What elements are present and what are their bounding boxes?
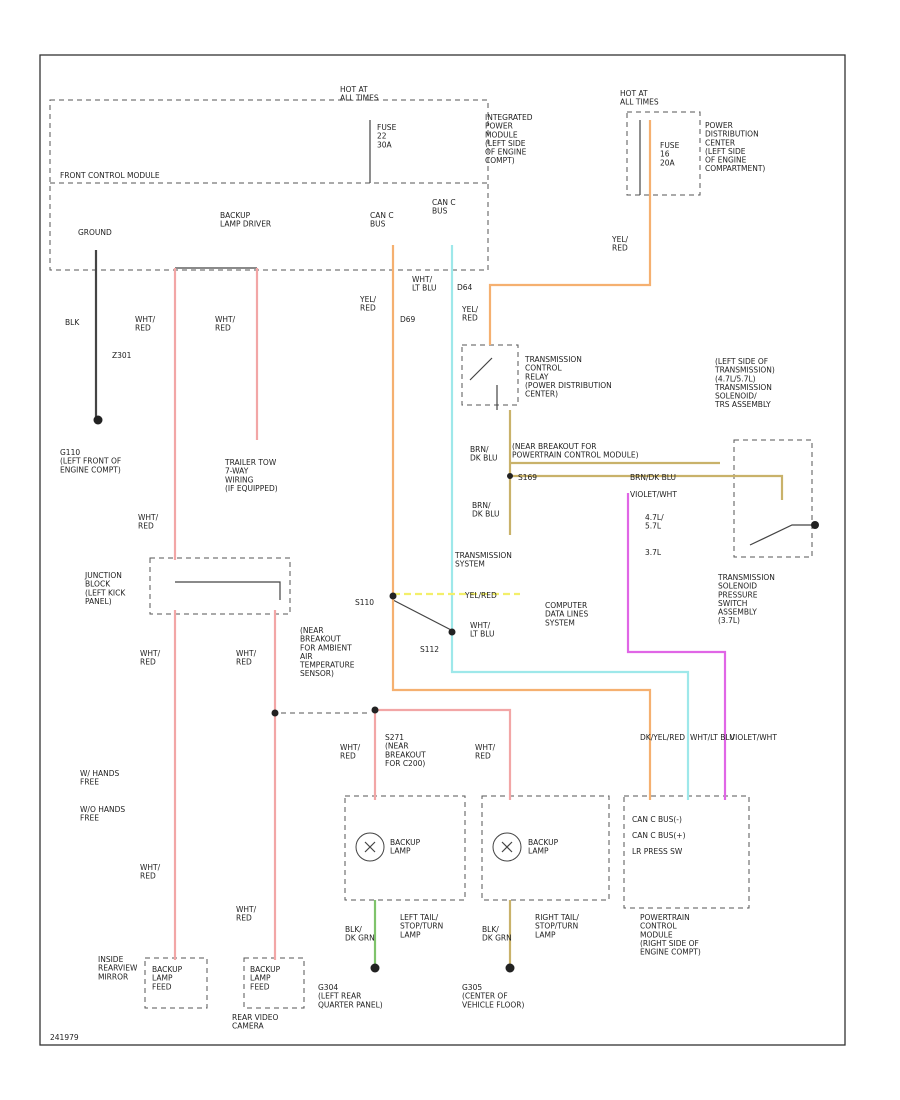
label-wht-red-2: WHT/RED	[215, 315, 236, 333]
label-d69: D69	[400, 315, 416, 324]
splice-s110	[389, 592, 397, 600]
label-wht-ltblu-1: WHT/LT BLU	[412, 275, 437, 293]
label-s112: S112	[420, 645, 439, 654]
label-pcm-lr: LR PRESS SW	[632, 847, 683, 856]
label-brn-dkblu-wire: BRN/DK BLU	[630, 473, 676, 482]
label-d64: D64	[457, 283, 473, 292]
label-wht-red-1: WHT/RED	[135, 315, 156, 333]
label-wht-red-3: WHT/RED	[138, 513, 159, 531]
label-fcm: FRONT CONTROL MODULE	[60, 171, 160, 180]
front-control-module-box	[49, 99, 489, 271]
label-pcm-wire-2: WHT/LT BLU	[690, 733, 735, 742]
label-blk-dkgrn-1: BLK/DK GRN	[345, 925, 375, 943]
label-wht-red-6: WHT/RED	[340, 743, 361, 761]
label-yel-red-3: YEL/RED	[461, 305, 478, 323]
label-pcm-can-minus: CAN C BUS(-)	[632, 815, 682, 824]
label-yel-red-1: YEL/RED	[359, 295, 376, 313]
label-pcm-wire-3: VIOLET/WHT	[730, 733, 777, 742]
label-wht-red-9: WHT/RED	[236, 905, 257, 923]
label-wht-red-4: WHT/RED	[140, 649, 161, 667]
label-brn-dkblu-1: BRN/DK BLU	[470, 445, 498, 463]
label-wht-red-8: WHT/RED	[140, 863, 161, 881]
label-violet-wht: VIOLET/WHT	[630, 490, 677, 499]
junction-block-box	[149, 557, 291, 615]
diagram-frame	[39, 54, 846, 1046]
splice-s169	[507, 473, 513, 479]
splice-solenoid	[811, 521, 819, 529]
power-distribution-center-box	[626, 111, 701, 196]
right-lamp-box	[481, 795, 610, 901]
label-blk-dkgrn-2: BLK/DK GRN	[482, 925, 512, 943]
label-blk: BLK	[65, 318, 80, 327]
solenoid-assembly-box	[733, 439, 813, 558]
label-yel-red-2: YEL/RED	[611, 235, 628, 253]
label-z301: Z301	[112, 351, 132, 360]
label-brn-dkblu-2: BRN/DK BLU	[472, 501, 500, 519]
transmission-relay-box	[461, 344, 519, 406]
label-pcm-can-plus: CAN C BUS(+)	[632, 831, 686, 840]
splice-s112	[448, 628, 456, 636]
ground-g110	[93, 415, 103, 425]
pcm-box	[623, 795, 750, 909]
splice-s271	[371, 706, 379, 714]
label-37l: 3.7L	[645, 548, 662, 557]
label-yel-red-arrow: YEL/RED	[464, 591, 497, 600]
label-wht-ltblu-2: WHT/LT BLU	[470, 621, 495, 639]
left-lamp-box	[344, 795, 466, 901]
label-pcm-wire-1: DK/YEL/RED	[640, 733, 685, 742]
label-s110: S110	[355, 598, 374, 607]
label-figure-id: 241979	[50, 1033, 79, 1042]
label-47l: 4.7L/5.7L	[645, 513, 664, 531]
label-wht-red-7: WHT/RED	[475, 743, 496, 761]
label-wht-red-5: WHT/RED	[236, 649, 257, 667]
ground-g304	[370, 963, 380, 973]
splice-jb	[271, 709, 279, 717]
label-s169: S169	[518, 473, 537, 482]
label-ground: GROUND	[78, 228, 112, 237]
ground-g305	[505, 963, 515, 973]
